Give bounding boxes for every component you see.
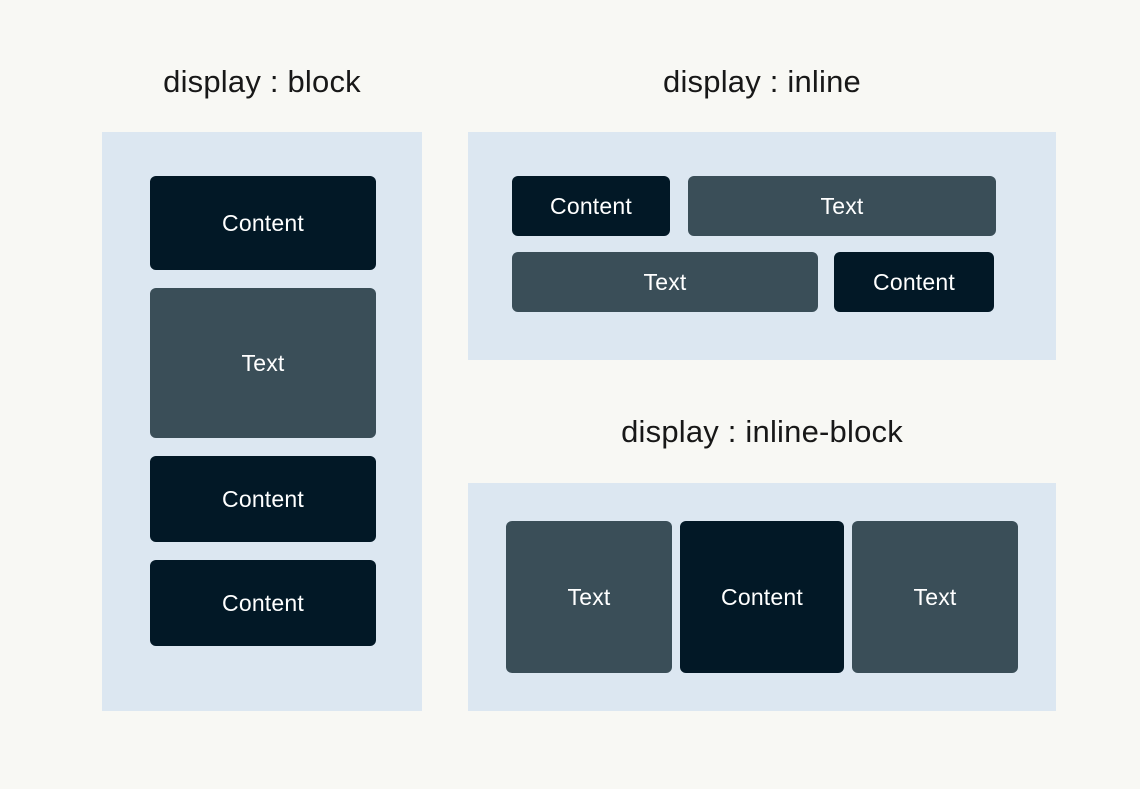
box-label: Content — [873, 268, 955, 295]
section-title-inline-block: display : inline-block — [621, 414, 903, 449]
box-label: Content — [222, 589, 304, 616]
box-label: Text — [643, 268, 687, 295]
inline-block-box-3: Text — [852, 521, 1018, 673]
box-label: Text — [820, 192, 864, 219]
panel-display-inline: Content Text Text Content — [468, 132, 1056, 360]
box-label: Content — [721, 583, 803, 610]
inline-box-2: Text — [688, 176, 996, 236]
block-box-2: Text — [150, 288, 376, 438]
panel-display-block: Content Text Content Content — [102, 132, 422, 711]
box-label: Content — [222, 209, 304, 236]
panel-display-inline-block: Text Content Text — [468, 483, 1056, 711]
section-title-inline: display : inline — [663, 64, 861, 99]
inline-block-box-1: Text — [506, 521, 672, 673]
block-box-1: Content — [150, 176, 376, 270]
section-title-block: display : block — [163, 64, 361, 99]
inline-box-4: Content — [834, 252, 994, 312]
block-box-3: Content — [150, 456, 376, 542]
box-label: Content — [550, 192, 632, 219]
block-box-4: Content — [150, 560, 376, 646]
box-label: Text — [913, 583, 957, 610]
box-label: Text — [241, 349, 285, 376]
inline-box-1: Content — [512, 176, 670, 236]
box-label: Content — [222, 485, 304, 512]
inline-box-3: Text — [512, 252, 818, 312]
box-label: Text — [567, 583, 611, 610]
inline-block-box-2: Content — [680, 521, 844, 673]
